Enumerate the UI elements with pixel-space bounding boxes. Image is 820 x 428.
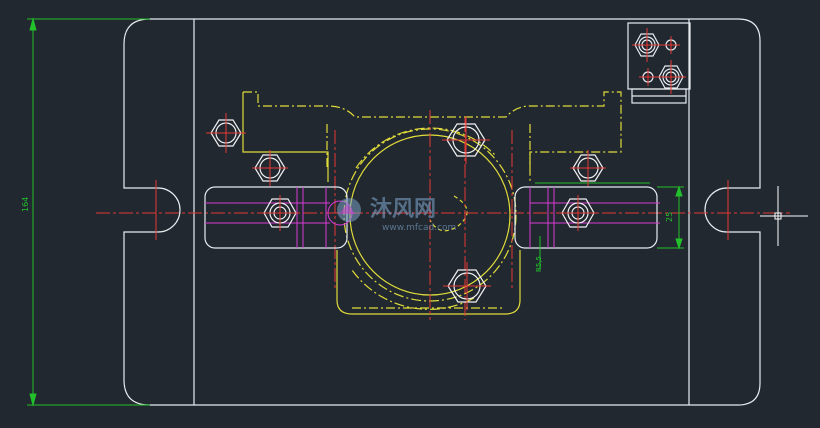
height-dimension-label: 164 xyxy=(21,197,30,212)
locator-center-marks xyxy=(632,28,686,94)
slot-width-label: 25 xyxy=(665,212,674,222)
bolt-center-marks xyxy=(155,113,729,310)
crosshair-cursor-icon xyxy=(760,186,808,246)
watermark-brand: 沐风网 xyxy=(370,197,436,222)
locator-block xyxy=(627,22,691,104)
watermark-logo xyxy=(337,198,361,222)
height-dimension xyxy=(27,17,150,407)
base-plate-outline xyxy=(123,18,761,406)
watermark-url: www.mfcad.com xyxy=(382,223,456,233)
center-lines xyxy=(96,110,790,320)
slot-dimension xyxy=(535,182,684,270)
workpiece-outline xyxy=(242,91,622,315)
left-clamp xyxy=(204,186,353,249)
slot-offset-label: R5,5 xyxy=(535,256,543,272)
right-clamp xyxy=(514,186,660,249)
